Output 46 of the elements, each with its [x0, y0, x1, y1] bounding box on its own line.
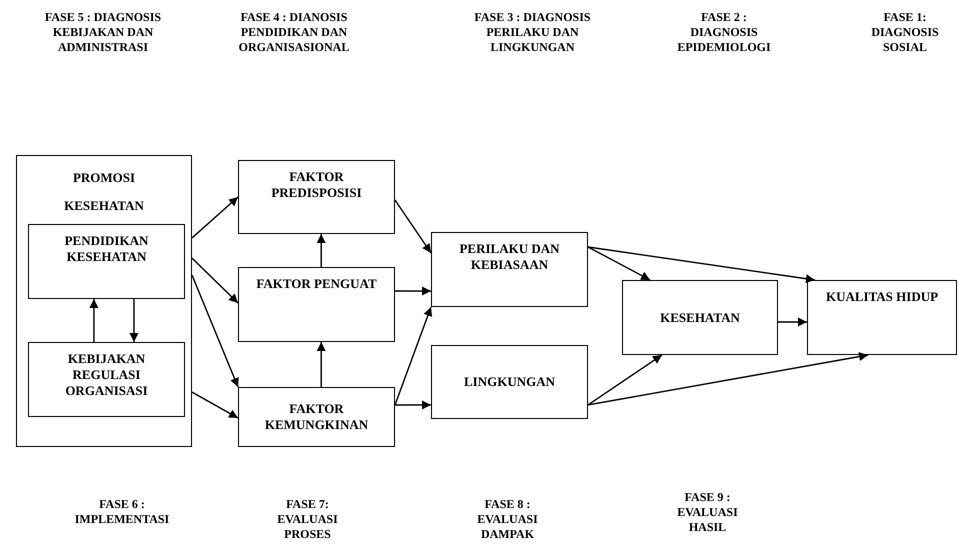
- process-box: [28, 342, 185, 417]
- box-label: FAKTOR PENGUAT: [255, 276, 378, 292]
- arrow: [192, 196, 238, 238]
- arrow: [394, 306, 432, 406]
- process-box: [622, 280, 778, 355]
- box-label: KUALITAS HIDUP: [824, 289, 940, 305]
- arrow: [395, 286, 431, 296]
- box-label: FAKTOR PREDISPOSISI: [270, 169, 363, 201]
- arrow: [588, 246, 650, 281]
- arrow: [588, 352, 868, 406]
- phase-label: FASE 1: DIAGNOSIS SOSIAL: [870, 10, 940, 55]
- arrow: [395, 400, 431, 410]
- arrow: [588, 354, 662, 406]
- phase-label: FASE 6 : IMPLEMENTASI: [74, 497, 170, 527]
- box-label: KESEHATAN: [659, 310, 741, 326]
- process-box: [431, 232, 588, 307]
- box-label: PROMOSI KESEHATAN: [63, 169, 145, 215]
- arrow: [129, 299, 138, 342]
- process-box: [238, 160, 395, 234]
- process-box: [16, 155, 192, 447]
- arrow: [394, 200, 432, 254]
- arrow: [89, 299, 98, 342]
- phase-label: FASE 3 : DIAGNOSIS PERILAKU DAN LINGKUNGAN: [473, 10, 592, 55]
- phase-label: FASE 5 : DIAGNOSIS KEBIJAKAN DAN ADMINISTRASI: [44, 10, 162, 55]
- arrow: [778, 318, 807, 326]
- box-label: KEBIJAKAN REGULASI ORGANISASI: [64, 351, 149, 399]
- phase-label: FASE 7: EVALUASI PROSES: [276, 497, 339, 542]
- arrow: [191, 274, 239, 388]
- process-box: [238, 387, 395, 447]
- process-box: [807, 280, 957, 355]
- arrow: [316, 342, 326, 387]
- process-box: [28, 224, 185, 299]
- phase-label: FASE 2 : DIAGNOSIS EPIDEMIOLOGI: [676, 10, 772, 55]
- arrow: [192, 258, 238, 304]
- phase-label: FASE 9 : EVALUASI HASIL: [676, 490, 739, 535]
- arrow: [192, 392, 238, 419]
- process-box: [431, 345, 588, 419]
- process-box: [238, 267, 395, 342]
- box-label: FAKTOR KEMUNGKINAN: [264, 401, 370, 433]
- arrow: [316, 234, 326, 267]
- box-label: PENDIDIKAN KESEHATAN: [64, 233, 150, 265]
- phase-label: FASE 8 : EVALUASI DAMPAK: [476, 497, 539, 542]
- box-label: LINGKUNGAN: [462, 374, 556, 390]
- arrow: [588, 246, 816, 284]
- box-label: PERILAKU DAN KEBIASAAN: [458, 241, 561, 273]
- phase-label: FASE 4 : DIANOSIS PENDIDIKAN DAN ORGANISASIONAL: [238, 10, 350, 55]
